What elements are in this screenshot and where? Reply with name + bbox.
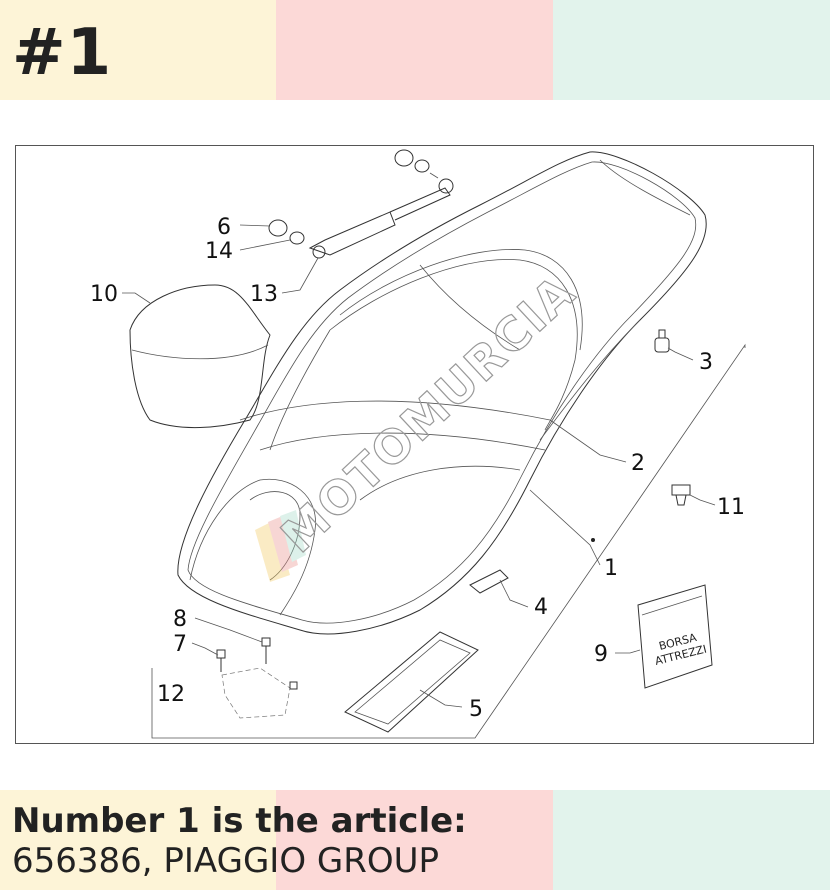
watermark-text: MOTOMURCIA [271,264,586,563]
article-caption-title: Number 1 is the article: [12,801,467,841]
callout-4: 4 [534,595,548,620]
parts-7-8-12-fasteners [216,637,298,719]
part-4-pad [469,569,509,594]
callout-5: 5 [469,697,483,722]
leader-lines [122,224,746,739]
callout-labels: 6 14 13 10 3 2 11 1 4 9 8 7 12 5 [90,215,745,722]
part-5-tool-tray [344,631,479,733]
callout-8: 8 [173,607,187,632]
callout-10: 10 [90,282,118,307]
header-color-band [0,0,830,100]
callout-9: 9 [594,642,608,667]
callout-6: 6 [217,215,231,240]
part-9-tool-bag: BORSA ATTREZZI [637,584,713,689]
gas-strut-assembly [268,149,454,259]
callout-7: 7 [173,632,187,657]
callout-13: 13 [250,282,278,307]
footer-color-band [0,790,830,890]
seat-drawing [177,151,707,635]
part-3-rubber-bumper [654,329,670,353]
part-11-screw [671,484,691,506]
watermark-logo [255,510,306,582]
page-number: #1 [12,16,113,90]
exploded-diagram-frame [15,145,814,744]
article-caption-subtitle: 656386, PIAGGIO GROUP [12,841,440,881]
callout-14: 14 [205,239,233,264]
callout-12: 12 [157,682,185,707]
callout-11: 11 [717,495,745,520]
part-10-seat-cover [129,284,271,429]
callout-2: 2 [631,451,645,476]
callout-3: 3 [699,350,713,375]
callout-1: 1 [604,556,618,581]
